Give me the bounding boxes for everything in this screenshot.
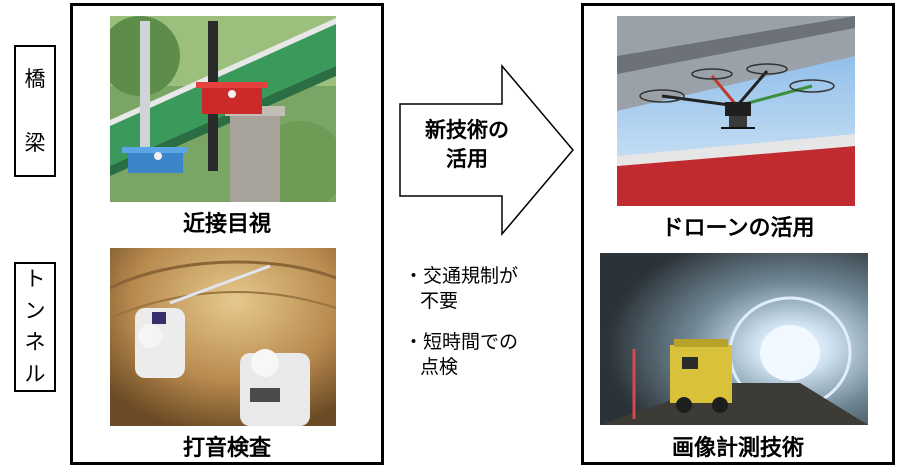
arrow-label-line-2: 活用 [446,147,488,171]
drone-caption: ドローンの活用 [661,216,815,241]
conventional-inspection-panel: 近接目視 打音検査 [70,3,384,465]
side-label-bridge-char-1: 橋 [24,66,46,91]
side-label-tunnel: ト ン ネ ル [14,262,56,392]
benefit-short-inspection-time-cont: 点検 [420,356,459,378]
benefit-short-inspection-time: ・短時間での [404,331,519,353]
close-visual-inspection-caption: 近接目視 [182,212,271,237]
side-label-bridge: 橋 梁 [14,45,56,177]
benefit-no-traffic-restriction-cont: 不要 [420,290,459,312]
hammering-test-caption: 打音検査 [182,436,271,461]
side-label-bridge-char-2: 梁 [24,130,46,155]
new-technology-panel: ドローンの活用 画像計測技術 [581,3,895,465]
new-technology-arrow [398,63,576,237]
side-label-tunnel-char-3: ネ [24,330,46,355]
image-measurement-caption: 画像計測技術 [671,436,804,461]
benefit-no-traffic-restriction: ・交通規制が [404,265,519,287]
side-label-tunnel-char-2: ン [24,298,46,323]
benefits-list: ・交通規制が 不要 ・短時間での 点検 [404,264,564,380]
side-label-tunnel-char-1: ト [24,267,46,292]
close-visual-inspection-photo [110,16,336,202]
drone-photo [617,16,855,206]
hammering-test-photo [110,248,336,426]
arrow-label-line-1: 新技術の [425,118,509,142]
image-measurement-photo [600,253,868,425]
arrow-label: 新技術の 活用 [408,116,526,174]
side-label-tunnel-char-4: ル [24,361,46,386]
